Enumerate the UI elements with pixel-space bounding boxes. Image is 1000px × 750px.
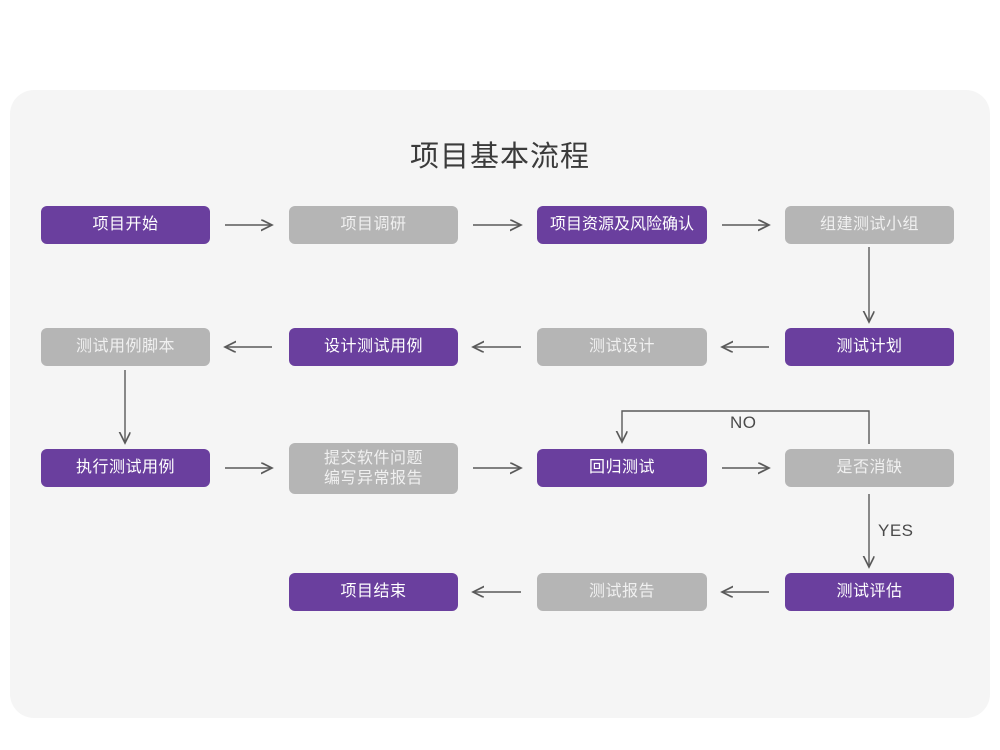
- node-test-evaluation[interactable]: 测试评估: [785, 573, 954, 611]
- node-project-research[interactable]: 项目调研: [289, 206, 458, 244]
- edge-label-yes: YES: [878, 521, 914, 540]
- node-test-report[interactable]: 测试报告: [537, 573, 707, 611]
- node-execute-test-cases[interactable]: 执行测试用例: [41, 449, 210, 487]
- node-submit-issues-report[interactable]: 提交软件问题 编写异常报告: [289, 443, 458, 494]
- node-defect-cleared[interactable]: 是否消缺: [785, 449, 954, 487]
- diagram-card: [10, 90, 990, 718]
- node-regression-test[interactable]: 回归测试: [537, 449, 707, 487]
- node-resource-risk-confirm[interactable]: 项目资源及风险确认: [537, 206, 707, 244]
- node-design-test-cases[interactable]: 设计测试用例: [289, 328, 458, 366]
- node-project-start[interactable]: 项目开始: [41, 206, 210, 244]
- node-project-end[interactable]: 项目结束: [289, 573, 458, 611]
- node-test-case-script[interactable]: 测试用例脚本: [41, 328, 210, 366]
- page-title: 项目基本流程: [409, 141, 590, 173]
- node-test-design[interactable]: 测试设计: [537, 328, 707, 366]
- edge-label-no: NO: [730, 413, 757, 432]
- node-form-test-team[interactable]: 组建测试小组: [785, 206, 954, 244]
- node-test-plan[interactable]: 测试计划: [785, 328, 954, 366]
